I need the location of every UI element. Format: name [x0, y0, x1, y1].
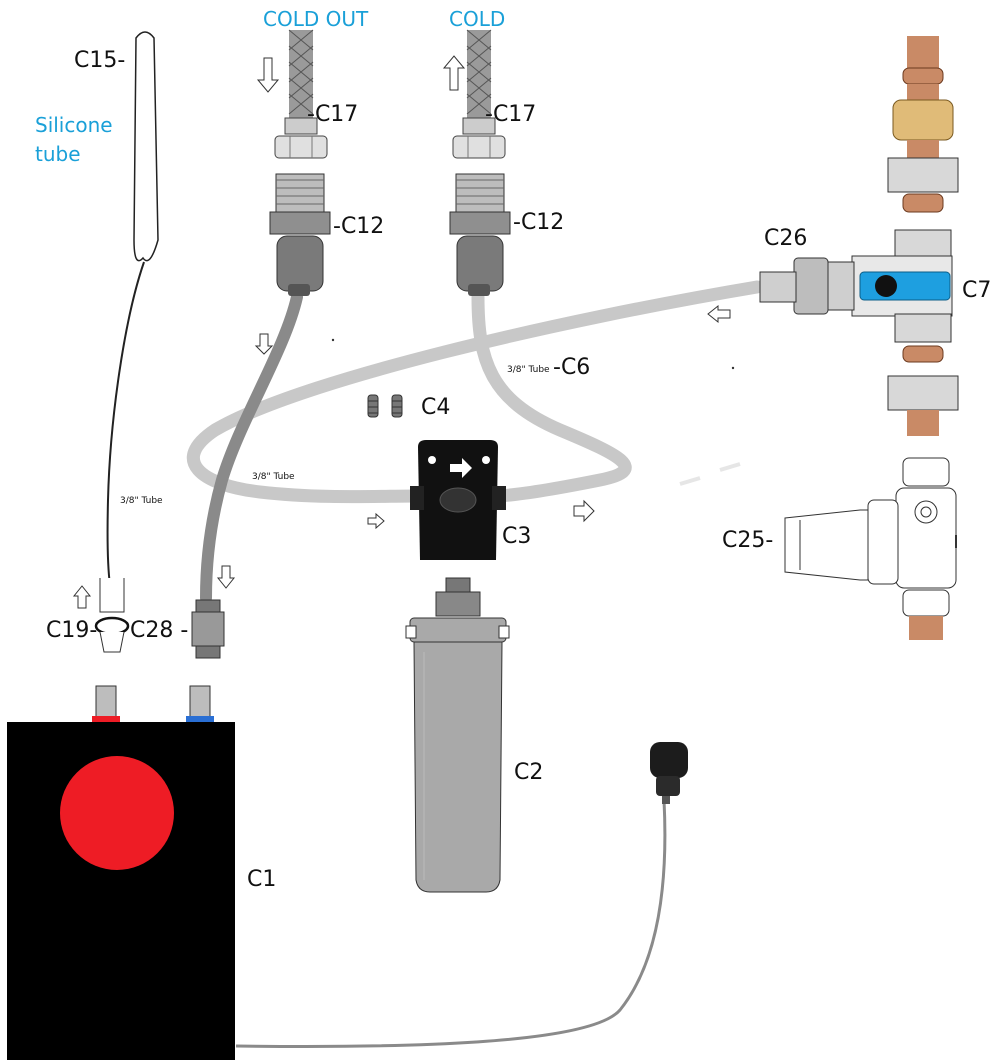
arrow-down-icon	[216, 565, 236, 589]
label-c6: -C6	[553, 355, 590, 380]
label-c12-right: -C12	[513, 210, 564, 235]
dot-marker	[731, 366, 735, 370]
fitting-c28	[191, 599, 225, 659]
tube-label-loop: 3/8" Tube	[252, 472, 295, 482]
hose-right	[452, 29, 506, 159]
arrow-right-icon	[367, 512, 385, 530]
tube-label-vertical: 3/8" Tube	[120, 496, 163, 506]
c28-tube	[200, 291, 303, 604]
label-c1: C1	[247, 867, 276, 892]
label-c17-right: -C17	[485, 102, 536, 127]
label-c15: C15-	[74, 48, 125, 73]
arrow-right-icon	[573, 499, 595, 523]
silicone-tube-line	[106, 261, 145, 586]
arrow-up-icon	[442, 55, 466, 91]
cold-label: COLD	[449, 7, 505, 31]
arrow-left-icon	[707, 304, 731, 324]
arrow-down-icon	[256, 57, 280, 93]
filter-cartridge	[405, 577, 510, 893]
label-c4: C4	[421, 395, 450, 420]
label-c19: C19-	[46, 618, 97, 643]
label-c25: C25-	[722, 528, 773, 553]
hose-left	[274, 29, 328, 159]
arrow-down-icon	[254, 333, 274, 355]
adapter-right	[449, 173, 511, 296]
pressure-valve	[784, 457, 957, 640]
filter-bracket	[410, 440, 506, 560]
label-c3: C3	[502, 524, 531, 549]
arrow-up-icon	[72, 585, 92, 609]
adapter-left	[269, 173, 331, 296]
label-c17-left: -C17	[307, 102, 358, 127]
silicone-label-line1: Silicone	[35, 113, 113, 137]
label-c26: C26	[764, 226, 807, 251]
silicone-label-line2: tube	[35, 142, 81, 166]
plug-icon	[650, 742, 688, 804]
label-c7: C7	[962, 278, 991, 303]
power-cable	[235, 799, 667, 1048]
silicone-tube	[133, 31, 159, 262]
label-c12-left: -C12	[333, 214, 384, 239]
decorative-strokes	[679, 462, 741, 486]
screw-icon	[367, 394, 403, 418]
tube-label-c6: 3/8" Tube	[507, 365, 550, 375]
fitting-c19	[94, 578, 130, 653]
label-c2: C2	[514, 760, 543, 785]
loop-tube	[186, 280, 764, 504]
tubes	[106, 261, 764, 1048]
cold-out-label: COLD OUT	[263, 7, 369, 31]
heater-unit	[7, 685, 235, 1060]
c6-tube	[471, 290, 632, 503]
pipe-assembly	[759, 36, 959, 436]
dot-marker	[331, 338, 335, 342]
label-c28: C28 -	[130, 618, 188, 643]
